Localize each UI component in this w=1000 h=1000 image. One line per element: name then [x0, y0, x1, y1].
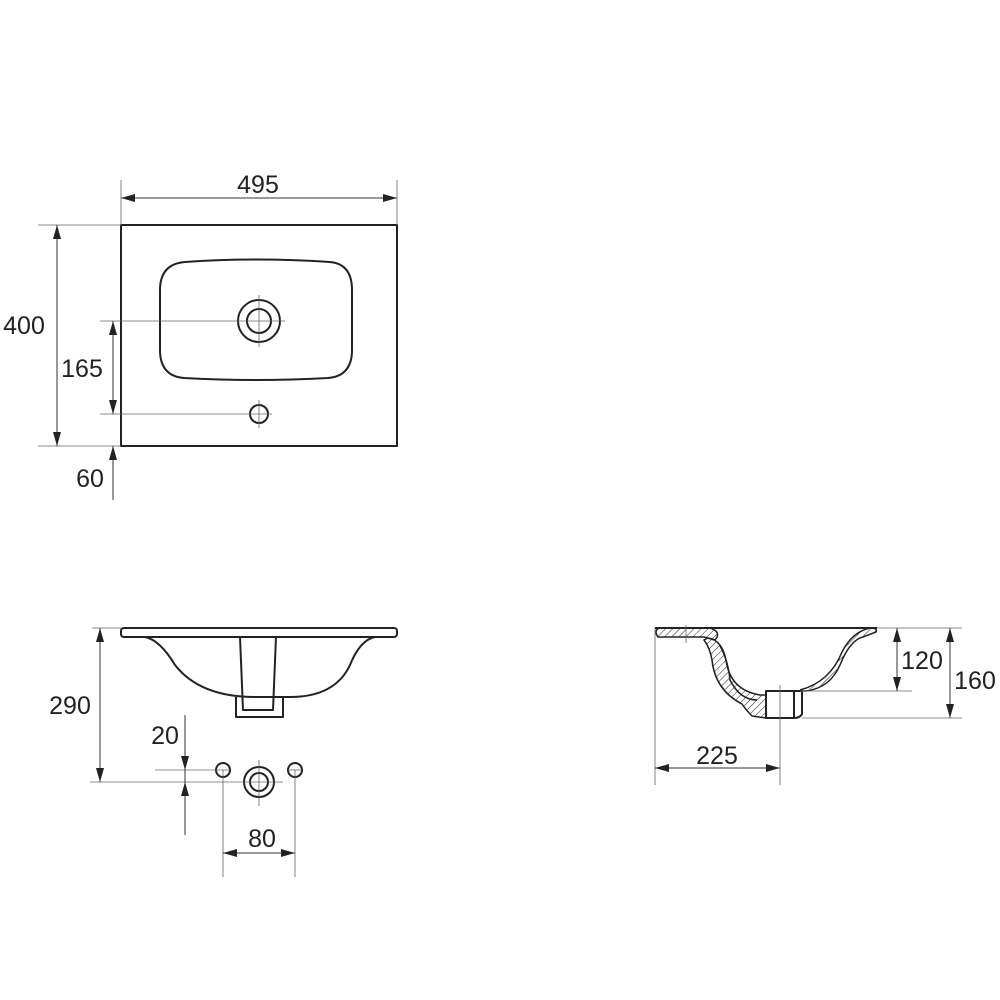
dim-hole-offset: 20 [151, 722, 179, 750]
dim-total-height: 160 [954, 667, 996, 695]
dim-bowl-depth: 120 [901, 647, 943, 675]
top-view: 495 400 165 60 [3, 171, 398, 500]
overflow-inner [239, 636, 277, 711]
front-view: 290 20 80 [49, 627, 398, 877]
side-view: 120 160 225 [654, 625, 996, 785]
dim-hole-spacing: 80 [248, 825, 276, 853]
dim-width: 495 [237, 171, 279, 199]
dim-depth: 400 [3, 312, 45, 340]
bowl-outline [159, 258, 353, 381]
dim-drain-distance: 225 [696, 742, 738, 770]
dim-drain-offset: 165 [61, 355, 103, 383]
dim-tap-offset: 60 [76, 465, 104, 493]
rim [120, 627, 398, 638]
overflow-outer [235, 697, 284, 718]
basin-outline [120, 224, 398, 447]
bowl-profile [144, 636, 376, 698]
dim-height: 290 [49, 692, 91, 720]
